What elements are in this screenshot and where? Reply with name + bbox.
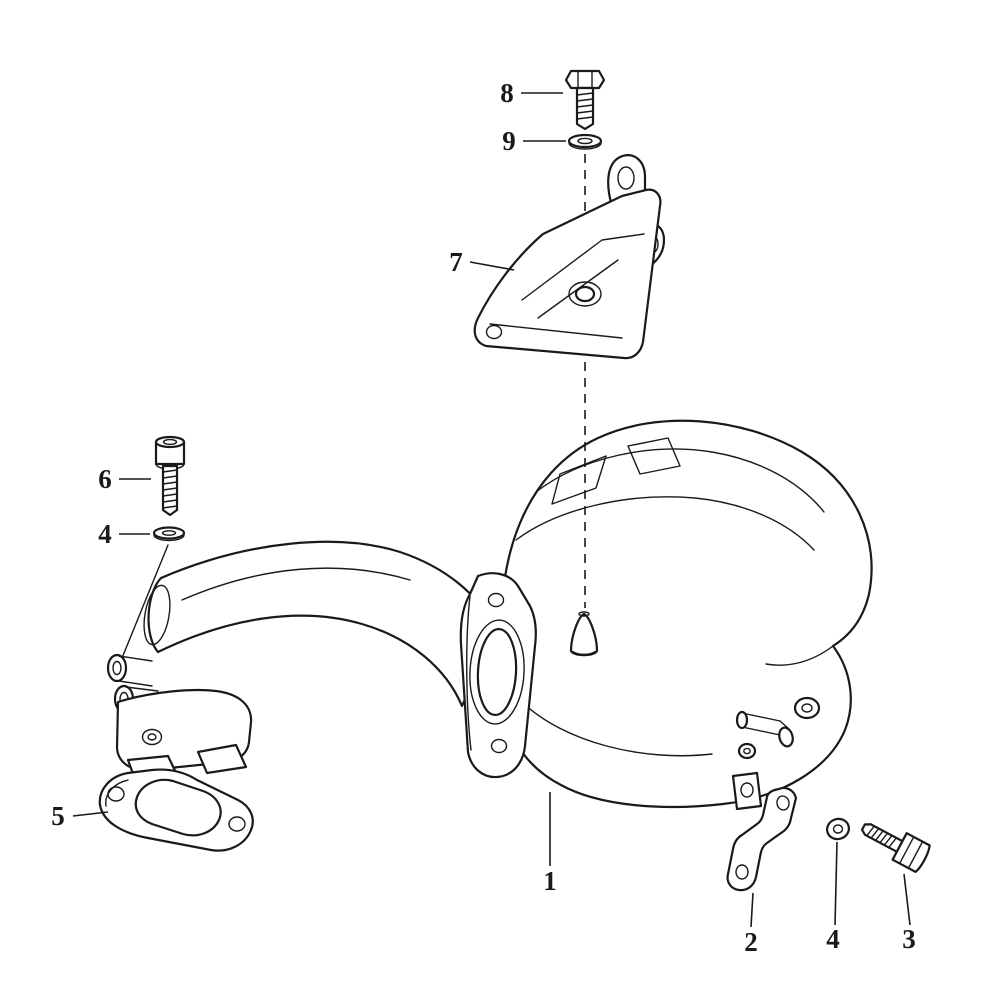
leader-line-7 xyxy=(469,261,515,271)
part-2-support-bracket xyxy=(726,786,798,892)
vacuum-tube-end xyxy=(735,710,749,730)
bracket-foot-hole xyxy=(485,324,503,340)
strap-outline xyxy=(726,786,798,892)
left-flange-bolt-hole xyxy=(141,728,163,746)
assembly-axis-left xyxy=(121,544,169,659)
lower-bulge-contour xyxy=(521,701,713,757)
callout-8-label: 8 xyxy=(500,78,514,108)
part-3-hex-bolt xyxy=(860,823,931,873)
dome-window-right xyxy=(627,437,681,475)
leader-line-4-right xyxy=(834,841,838,926)
bolt-head-top xyxy=(154,435,186,449)
washer-outer xyxy=(152,526,186,540)
thread-lines xyxy=(576,92,594,120)
fitting-nut xyxy=(737,742,757,760)
dome-fold-right xyxy=(765,645,834,666)
gasket-edge-line xyxy=(105,779,129,807)
washer-hole xyxy=(832,824,844,834)
bottom-mount-tab-hole xyxy=(740,782,754,798)
washer-thickness xyxy=(153,534,185,542)
washer-hole xyxy=(161,530,177,536)
callout-9-label: 9 xyxy=(502,126,516,156)
callout-4-left-label: 4 xyxy=(98,519,112,549)
center-flange-hole-top xyxy=(487,592,505,608)
part-7-mounting-bracket xyxy=(473,154,666,360)
center-flange xyxy=(459,572,537,779)
washer-outer xyxy=(567,133,603,149)
bolt-shank xyxy=(860,823,904,853)
thread-lines xyxy=(162,469,178,509)
dome-contour-upper xyxy=(535,448,825,513)
boss-upper-hole xyxy=(112,660,122,676)
gasket-bolt-hole-right xyxy=(228,816,246,832)
runner-contour-line xyxy=(181,567,411,601)
left-flange-bolt-hole-inner xyxy=(147,733,157,741)
gasket-bolt-hole-left xyxy=(107,786,125,802)
part-4-washer-left xyxy=(152,526,186,542)
leader-line-2 xyxy=(750,892,754,928)
leader-line-5 xyxy=(72,811,109,817)
part-6-socket-head-bolt xyxy=(154,435,186,517)
socket-opening xyxy=(162,438,178,446)
thread-lines xyxy=(866,825,897,848)
mount-stud-cone xyxy=(569,612,599,656)
mount-stud-top xyxy=(578,611,590,617)
bracket-center-hole xyxy=(574,285,596,303)
dome-contour-lower xyxy=(515,496,815,551)
strap-hole-top xyxy=(776,795,790,811)
dome-window-left xyxy=(551,455,607,505)
leader-lines xyxy=(72,92,911,928)
washer-outer xyxy=(825,817,851,841)
callout-6-label: 6 xyxy=(98,464,112,494)
vacuum-tube-sides xyxy=(741,712,781,736)
bracket-ear-top-hole xyxy=(617,166,635,190)
plenum-body xyxy=(500,419,873,809)
washer-thickness xyxy=(568,142,602,150)
part-8-hex-bolt xyxy=(564,69,606,131)
runner-open-end xyxy=(143,584,171,646)
center-port-outer xyxy=(469,619,525,725)
callout-2-label: 2 xyxy=(744,927,758,957)
boss-upper-sides xyxy=(118,655,153,687)
leader-line-3 xyxy=(903,873,911,926)
part-1-intake-manifold xyxy=(106,419,873,811)
center-flange-hole-bottom xyxy=(490,738,508,754)
part-5-gasket xyxy=(98,768,254,852)
callout-numbers: 8 9 7 6 4 5 1 2 4 3 xyxy=(51,78,916,957)
washer-hole xyxy=(577,137,593,145)
gasket-center-opening xyxy=(134,778,222,837)
part-9-washer xyxy=(567,133,603,150)
boss-cylinder-upper xyxy=(106,653,128,683)
part-4-washer-right xyxy=(825,817,851,841)
right-boss-hole xyxy=(801,703,813,713)
vacuum-tube-flange xyxy=(778,726,794,748)
callout-1-label: 1 xyxy=(543,866,557,896)
hex-facet-lines xyxy=(898,836,924,869)
strap-hole-bottom xyxy=(735,864,749,880)
bracket-plate xyxy=(473,188,662,360)
center-port-inner xyxy=(476,627,518,717)
callout-4-right-label: 4 xyxy=(826,924,840,954)
gasket-outline xyxy=(98,768,254,852)
callout-3-label: 3 xyxy=(902,924,916,954)
right-boss xyxy=(793,696,821,720)
callout-5-label: 5 xyxy=(51,801,65,831)
bracket-center-recess xyxy=(568,281,602,307)
callout-7-label: 7 xyxy=(449,247,463,277)
bottom-mount-tab xyxy=(731,771,763,811)
runner-tube xyxy=(147,540,497,708)
fitting-nut-hole xyxy=(743,747,751,755)
bolt-hex-head xyxy=(891,832,931,873)
bolt-hex-head xyxy=(564,69,606,90)
hex-facet-lines xyxy=(577,70,593,89)
center-flange-edge xyxy=(466,595,472,751)
left-flange-foot-b xyxy=(196,743,248,775)
mount-stud-base-arc xyxy=(570,650,598,657)
